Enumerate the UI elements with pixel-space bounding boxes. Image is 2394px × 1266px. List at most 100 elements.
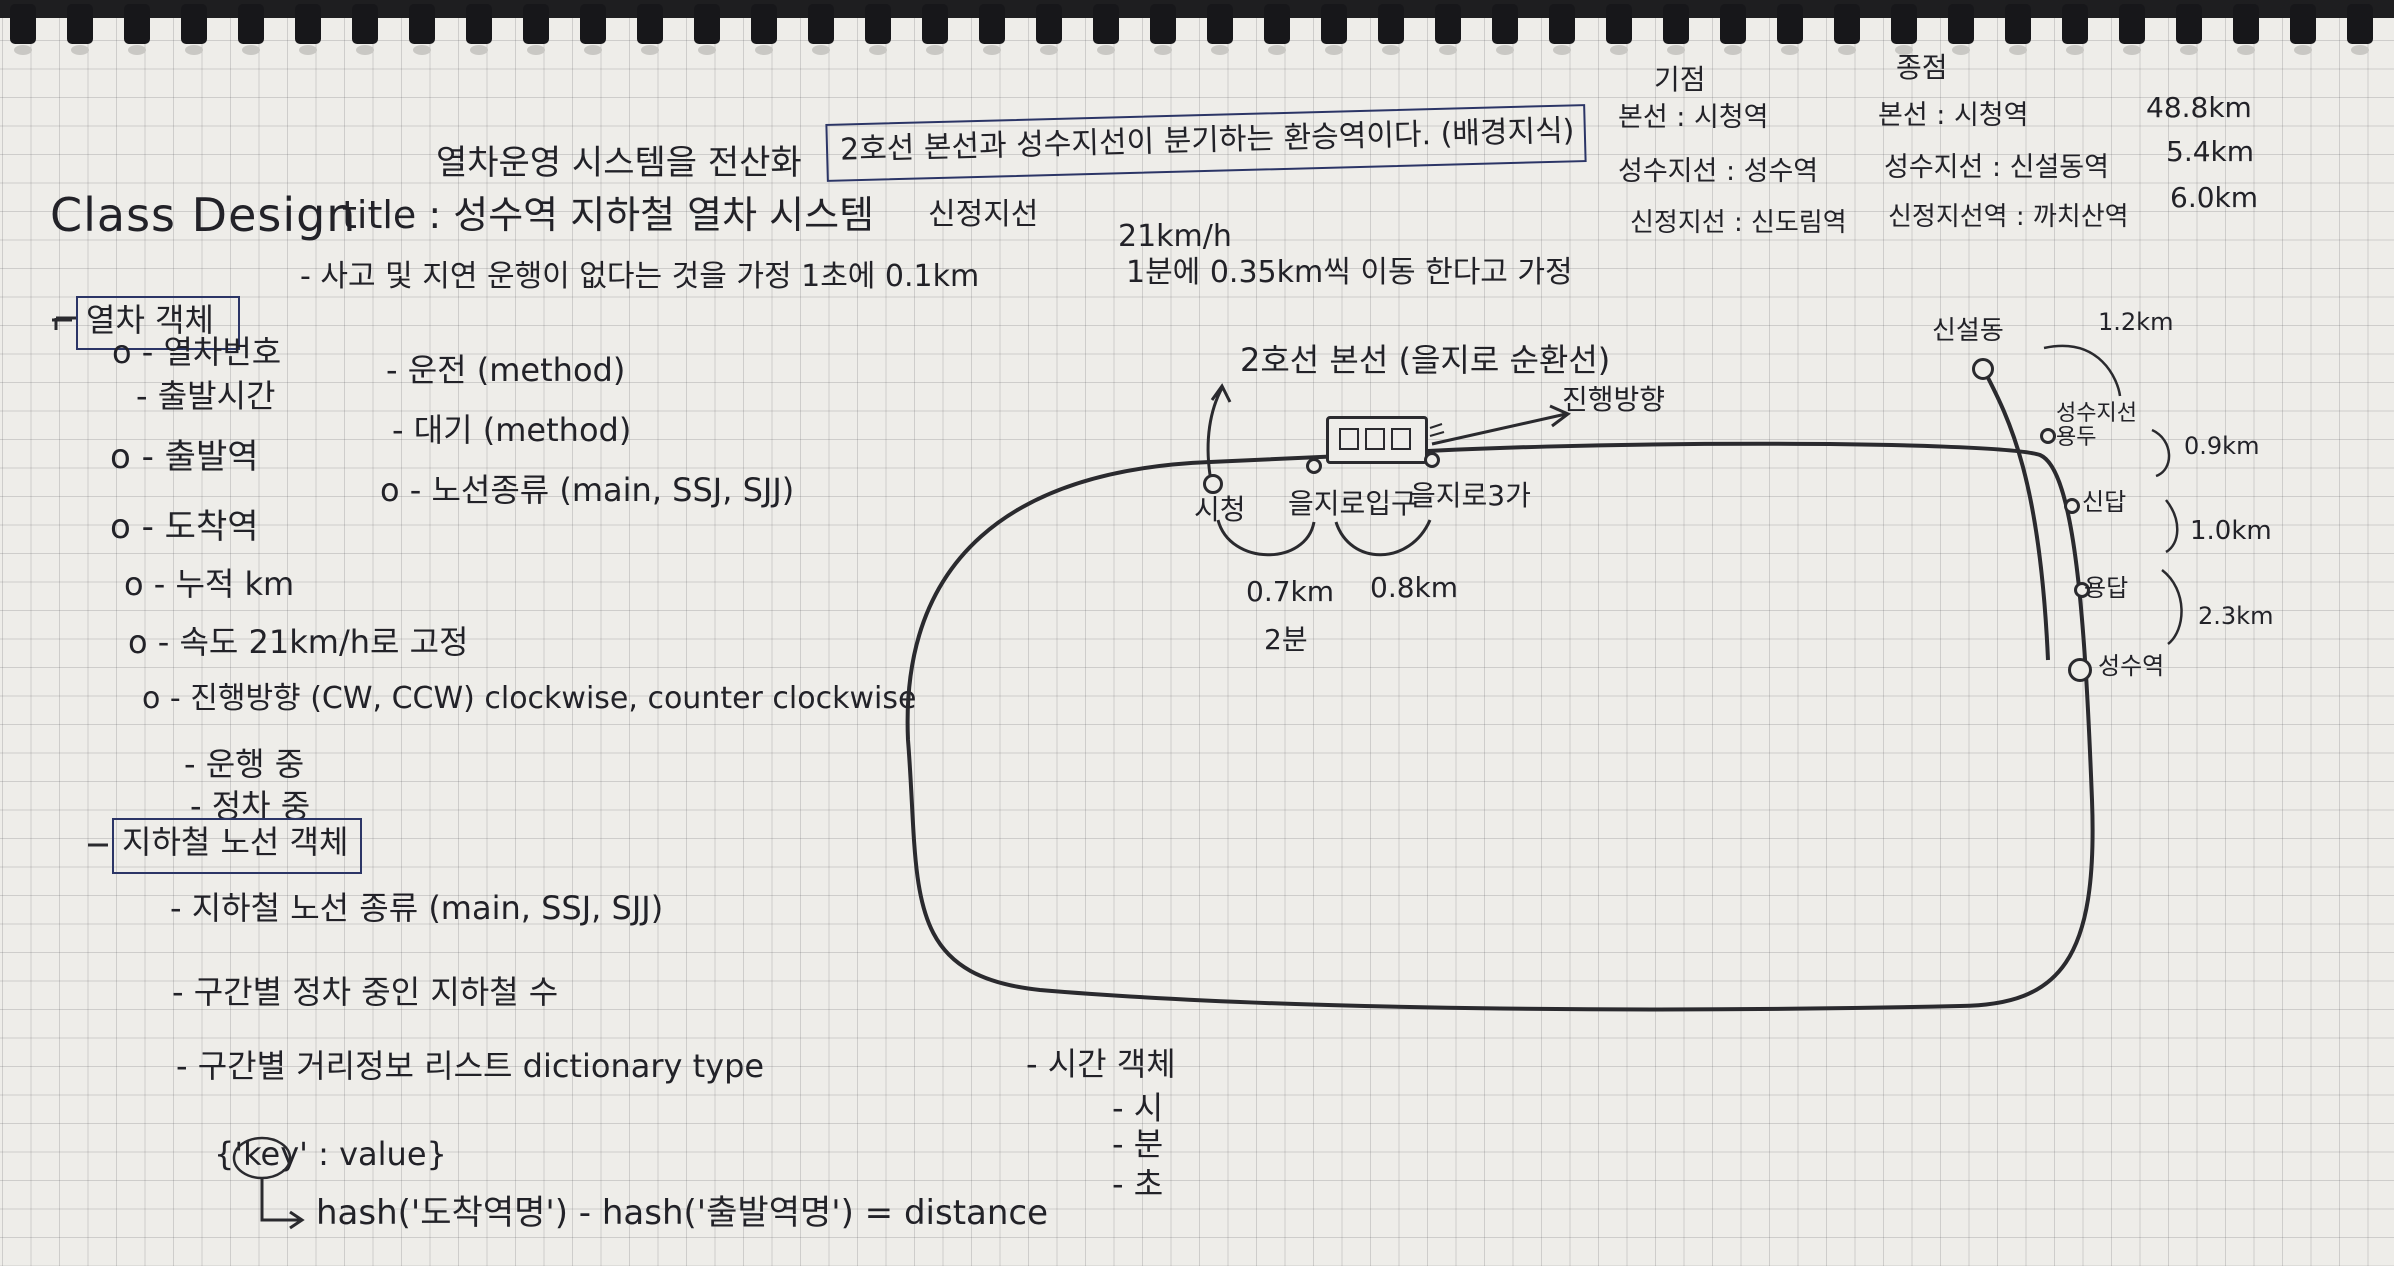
binding-hole — [71, 45, 89, 55]
branch-station-seongsu: 성수역 — [2098, 652, 2165, 680]
distance-sinjeong-branch: 6.0km — [2170, 181, 2259, 214]
binding-hole — [2294, 45, 2312, 55]
binding-ring — [352, 4, 378, 44]
line-type-item: - 지하철 노선 종류 (main, SSJ, SJJ) — [170, 889, 664, 927]
train-object-heading: 열차 객체 — [86, 301, 214, 339]
binding-hole — [1097, 45, 1115, 55]
binding-ring — [466, 4, 492, 44]
binding-hole — [755, 45, 773, 55]
binding-hole — [1439, 45, 1457, 55]
binding-ring — [865, 4, 891, 44]
binding-ring — [409, 4, 435, 44]
time-minute: - 분 — [1112, 1125, 1164, 1163]
direction-attr: o - 진행방향 (CW, CCW) clockwise, counter cl… — [142, 681, 917, 716]
line-type-attr: o - 노선종류 (main, SSJ, SJJ) — [380, 471, 795, 509]
wait-method: - 대기 (method) — [392, 411, 632, 449]
binding-ring — [808, 4, 834, 44]
binding-hole — [1952, 45, 1970, 55]
branch-station-yongdap: 용답 — [2084, 574, 2129, 602]
sinjeong-branch-label: 신정지선 — [928, 197, 1039, 232]
binding-hole — [926, 45, 944, 55]
binding-hole — [1268, 45, 1286, 55]
binding-hole — [1496, 45, 1514, 55]
binding-ring — [1777, 4, 1803, 44]
binding-hole — [1724, 45, 1742, 55]
binding-ring — [1492, 4, 1518, 44]
segment-distance-1: 0.7km — [1246, 575, 1335, 608]
binding-hole — [1211, 45, 1229, 55]
state-stopped: - 정차 중 — [190, 787, 311, 825]
binding-ring — [295, 4, 321, 44]
direction-label: 진행방향 — [1562, 383, 1666, 416]
binding-ring — [694, 4, 720, 44]
time-object-heading: - 시간 객체 — [1026, 1045, 1176, 1083]
train-object-box — [76, 296, 240, 350]
station-dot-cityhall — [1203, 474, 1223, 494]
binding-hole — [1895, 45, 1913, 55]
binding-ring — [1720, 4, 1746, 44]
binding-ring — [1606, 4, 1632, 44]
station-euljiro-entrance: 을지로입구 — [1288, 487, 1417, 520]
system-title: title : 성수역 지하철 열차 시스템 — [342, 193, 875, 237]
per-minute-assumption: 1분에 0.35km씩 이동 한다고 가정 — [1126, 255, 1573, 290]
binding-ring — [67, 4, 93, 44]
binding-hole — [128, 45, 146, 55]
station-cityhall: 시청 — [1194, 493, 1246, 526]
segment-time: 2분 — [1264, 623, 1308, 656]
start-sinjeong-branch: 신정지선 : 신도림역 — [1630, 208, 1847, 238]
up-arrow-icon — [1206, 383, 1232, 476]
binding-ring — [1549, 4, 1575, 44]
binding-ring — [2176, 4, 2202, 44]
binding-ring — [2347, 4, 2373, 44]
end-sinjeong-branch: 신정지선역 : 까치산역 — [1888, 202, 2129, 232]
binding-hole — [812, 45, 830, 55]
hash-arrow-icon — [260, 1178, 305, 1230]
class-design-heading: Class Design — [50, 188, 357, 242]
line-object-heading: 지하철 노선 객체 — [122, 823, 349, 861]
train-number-attr: o - 열차번호 — [112, 333, 282, 371]
binding-ring — [1036, 4, 1062, 44]
branch-station-sindap: 신답 — [2082, 488, 2127, 516]
binding-hole — [470, 45, 488, 55]
speed-note: 21km/h — [1118, 219, 1232, 254]
end-main-line: 본선 : 시청역 — [1878, 100, 2029, 131]
binding-ring — [1891, 4, 1917, 44]
station-dot-sinseoldong — [1972, 358, 1994, 380]
binding-ring — [1264, 4, 1290, 44]
distance-main-line: 48.8km — [2146, 91, 2252, 124]
binding-hole — [1610, 45, 1628, 55]
binding-ring — [1321, 4, 1347, 44]
binding-ring — [922, 4, 948, 44]
binding-hole — [185, 45, 203, 55]
segment-distance-2: 0.8km — [1370, 571, 1459, 604]
no-accident-assumption: - 사고 및 지연 운행이 없다는 것을 가정 1초에 0.1km — [300, 259, 980, 294]
branch-distance-3: 1.0km — [2190, 516, 2272, 546]
station-euljiro3ga: 을지로3가 — [1410, 479, 1531, 512]
start-station-heading: 기점 — [1654, 63, 1706, 96]
binding-ring — [1150, 4, 1176, 44]
binding-ring — [238, 4, 264, 44]
branch-distance-4: 2.3km — [2198, 602, 2274, 630]
dict-format: {'key' : value} — [214, 1135, 447, 1173]
binding-ring — [1834, 4, 1860, 44]
start-main-line: 본선 : 시청역 — [1618, 102, 1769, 133]
binding-hole — [1154, 45, 1172, 55]
binding-hole — [527, 45, 545, 55]
key-circle — [232, 1136, 292, 1180]
station-dot-seongsu — [2068, 658, 2092, 682]
segment-brackets — [1216, 519, 1432, 557]
binding-ring — [580, 4, 606, 44]
binding-hole — [1382, 45, 1400, 55]
time-second: - 초 — [1112, 1165, 1164, 1203]
binding-hole — [242, 45, 260, 55]
departure-station-attr: o - 출발역 — [110, 437, 259, 477]
binding-ring — [2233, 4, 2259, 44]
binding-hole — [869, 45, 887, 55]
distance-seongsu-branch: 5.4km — [2166, 135, 2255, 168]
binding-ring — [2005, 4, 2031, 44]
branch-distance-2: 0.9km — [2184, 432, 2260, 460]
state-running: - 운행 중 — [184, 745, 305, 783]
arrival-station-attr: o - 도착역 — [110, 507, 259, 547]
branch-station-yongdu: 성수지선 용두 — [2056, 401, 2137, 451]
end-station-heading: 종점 — [1896, 51, 1948, 84]
